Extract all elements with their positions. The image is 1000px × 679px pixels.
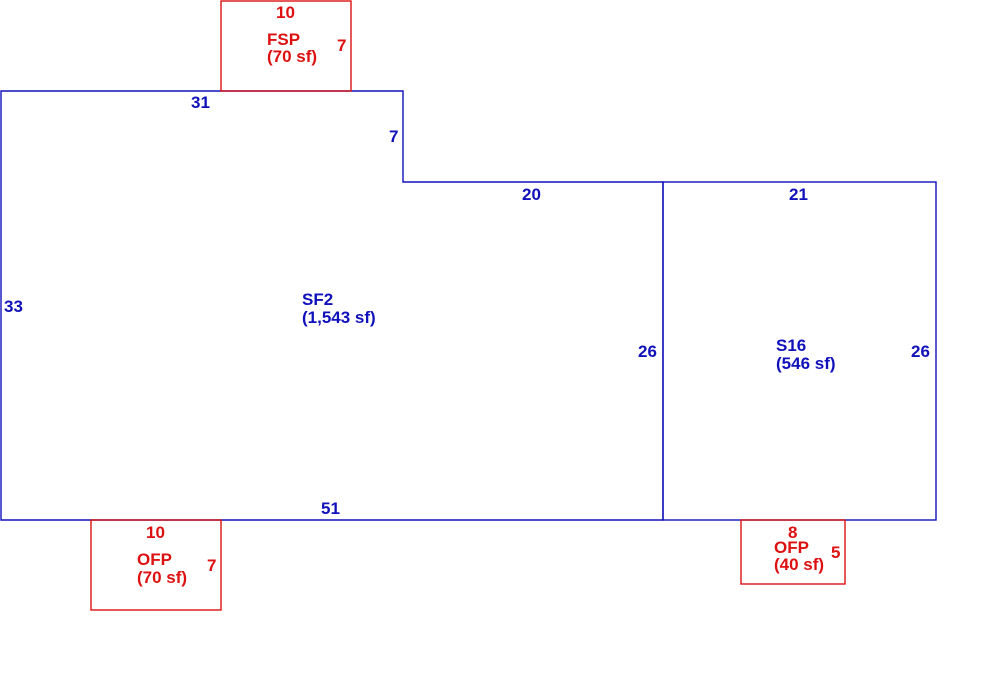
area-fsp-size: (70 sf): [267, 47, 317, 66]
dim-sf2-top: 31: [191, 93, 210, 112]
fsp-outline: [220, 0, 352, 92]
dim-sf2-step: 7: [389, 127, 398, 146]
dim-fsp-right: 7: [337, 36, 346, 55]
dim-fsp-top: 10: [276, 3, 295, 22]
dim-ofp-left-right: 7: [207, 556, 216, 575]
dim-s16-right: 26: [911, 342, 930, 361]
dim-sf2-bottom: 51: [321, 499, 340, 518]
area-s16-size: (546 sf): [776, 354, 836, 373]
dim-ofp-right-right: 5: [831, 543, 840, 562]
area-ofp-right-size: (40 sf): [774, 555, 824, 574]
ofp-left-outline: [90, 519, 222, 611]
dim-ofp-right-top: 8: [788, 523, 797, 542]
area-s16-code: S16: [776, 336, 806, 355]
dim-ofp-left-top: 10: [146, 523, 165, 542]
dim-sf2-right: 26: [638, 342, 657, 361]
area-ofp-right-code: OFP: [774, 538, 809, 557]
ofp-right-outline: [740, 519, 846, 585]
area-ofp-left-size: (70 sf): [137, 568, 187, 587]
dim-sf2-upper-right: 20: [522, 185, 541, 204]
area-fsp-code: FSP: [267, 30, 300, 49]
area-sf2-code: SF2: [302, 290, 333, 309]
dim-sf2-left: 33: [4, 297, 23, 316]
area-sf2-size: (1,543 sf): [302, 308, 376, 327]
area-ofp-left-code: OFP: [137, 550, 172, 569]
dim-s16-top: 21: [789, 185, 808, 204]
